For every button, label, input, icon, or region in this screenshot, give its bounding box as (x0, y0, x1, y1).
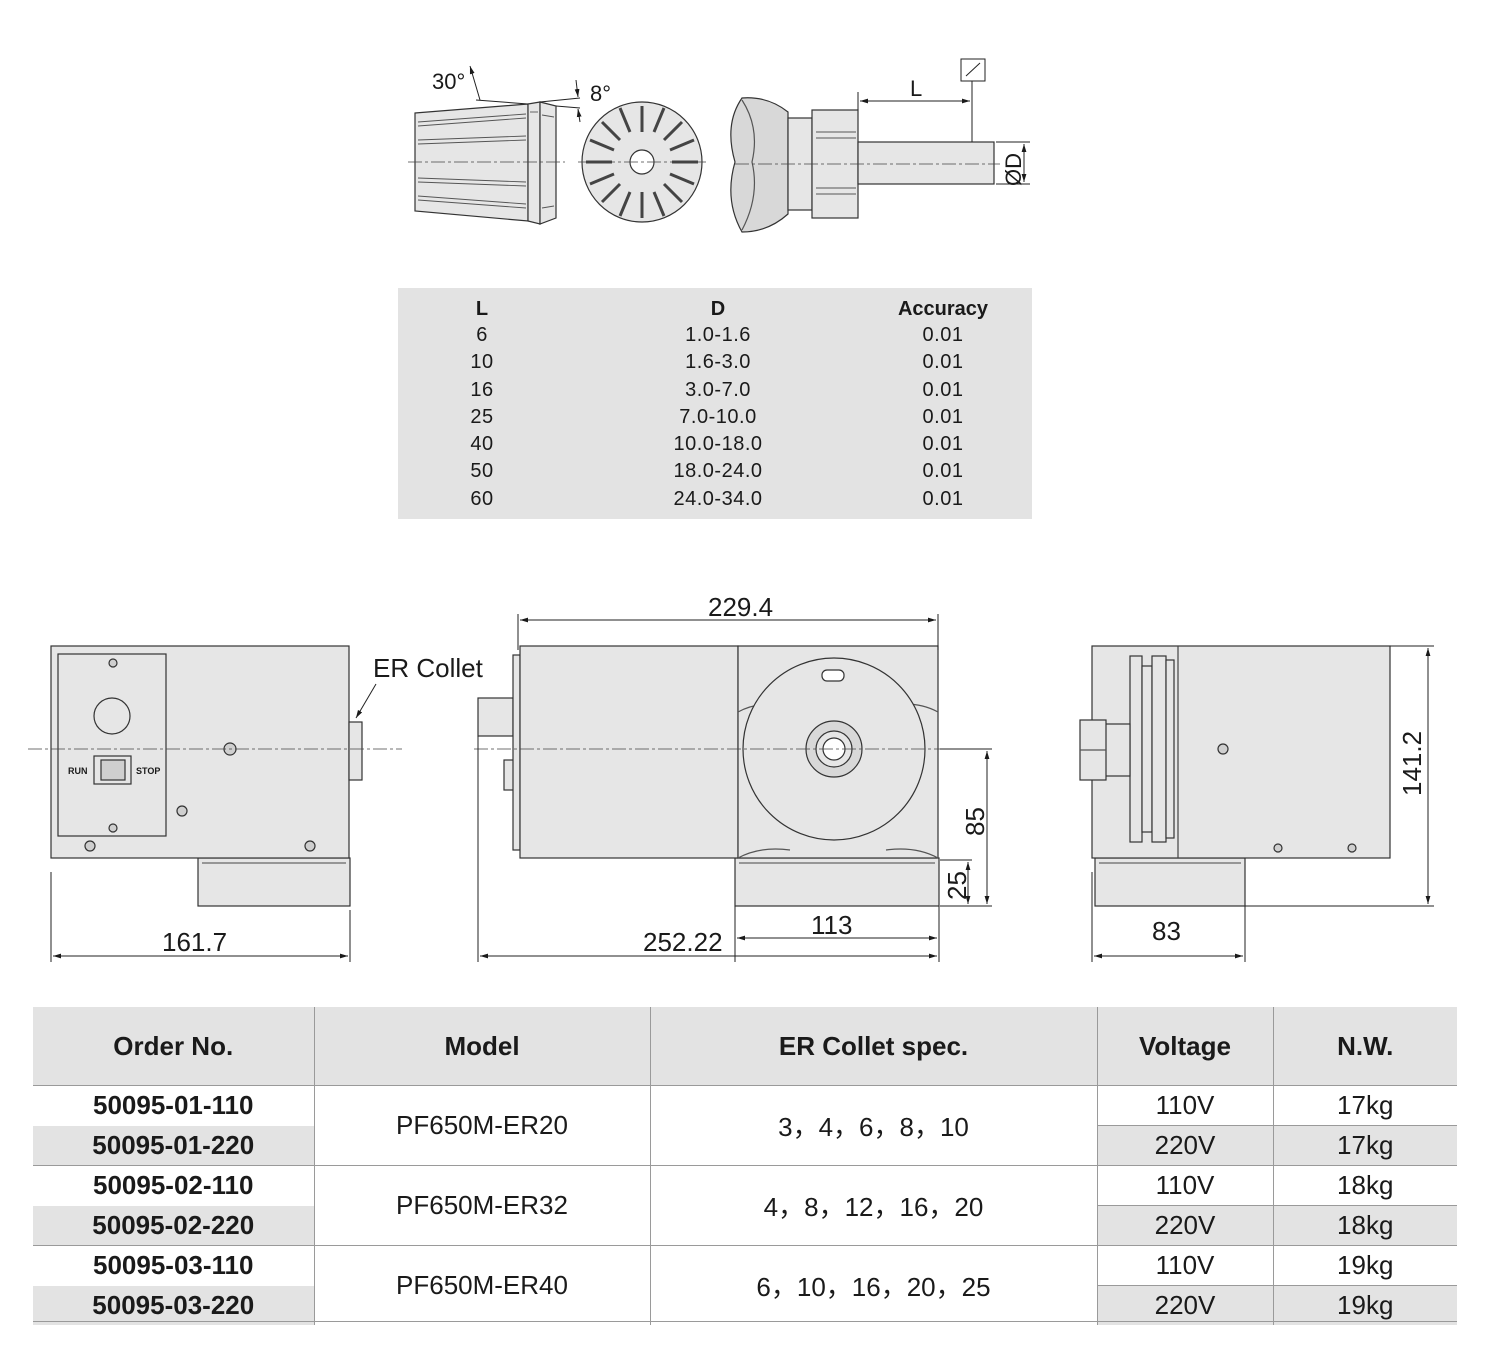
spec-cell-d: 1.0-1.6 (685, 324, 751, 346)
spec-column-d: D 1.0-1.6 1.6-3.0 3.0-7.0 7.0-10.0 10.0-… (638, 296, 798, 513)
header-order-no: Order No. (33, 1007, 314, 1086)
spec-cell-d: 1.6-3.0 (685, 351, 751, 374)
dim-161-label: 161.7 (162, 927, 227, 957)
table-row: 50095-03-220 220V 19kg (33, 1285, 1457, 1325)
dim-113-label: 113 (811, 910, 852, 940)
spec-cell-l: 40 (470, 433, 494, 456)
collet-front-view (578, 101, 706, 223)
voltage-cell: 220V (1096, 1205, 1273, 1246)
order-number: 50095-01-220 (33, 1125, 314, 1166)
model-cell: PF650M-ER20 (313, 1085, 650, 1166)
spec-header-d: D (710, 298, 726, 320)
spec-column-l: L 6 10 16 25 40 50 60 (442, 296, 522, 513)
spec-cell-d: 10.0-18.0 (673, 433, 763, 456)
spec-cell-d: 7.0-10.0 (679, 405, 757, 428)
table-row: 50095-01-110 PF650M-ER20 3，4，6，8，10 110V… (33, 1085, 1457, 1166)
dim-229-label: 229.4 (708, 592, 773, 622)
table-row: 50095-02-110 PF650M-ER32 4，8，12，16，20 11… (33, 1165, 1457, 1246)
angle-8-label: 8° (590, 81, 611, 106)
dim-85-label: 85 (960, 807, 990, 836)
er-collet-label: ER Collet (373, 653, 484, 683)
technical-drawing: 30° 8° (28, 58, 1434, 962)
order-number: 50095-03-220 (33, 1285, 314, 1325)
right-side-view (1079, 645, 1434, 962)
spec-cell-d: 3.0-7.0 (685, 378, 751, 401)
order-number: 50095-01-110 (33, 1085, 314, 1126)
order-table-header-row: Order No. Model ER Collet spec. Voltage … (33, 1007, 1457, 1086)
order-number: 50095-03-110 (33, 1245, 314, 1286)
accuracy-spec-table: L 6 10 16 25 40 50 60 D 1.0-1.6 1.6-3.0 … (398, 288, 1032, 519)
net-weight-cell: 18kg (1272, 1205, 1457, 1246)
spec-cell-l: 25 (470, 405, 494, 428)
net-weight-cell: 17kg (1272, 1085, 1457, 1126)
left-side-view (28, 645, 402, 962)
spec-cell-accuracy: 0.01 (922, 351, 964, 374)
header-voltage: Voltage (1096, 1007, 1273, 1086)
voltage-cell: 110V (1096, 1085, 1273, 1126)
dim-141-label: 141.2 (1397, 731, 1427, 796)
spec-header-l: L (475, 298, 489, 320)
spec-cell-accuracy: 0.01 (922, 405, 964, 428)
net-weight-cell: 18kg (1272, 1165, 1457, 1206)
spec-cell-l: 16 (470, 378, 494, 401)
collet-spec-cell: 6，10，16，20，25 (649, 1245, 1097, 1325)
spec-cell-l: 10 (470, 351, 494, 374)
model-cell: PF650M-ER32 (313, 1165, 650, 1246)
collet-spec-cell: 3，4，6，8，10 (649, 1085, 1097, 1166)
collet-side-view (408, 65, 582, 225)
net-weight-cell: 17kg (1272, 1125, 1457, 1166)
voltage-cell: 110V (1096, 1165, 1273, 1206)
angle-30-label: 30° (432, 69, 465, 94)
spec-cell-accuracy: 0.01 (922, 433, 964, 456)
table-bottom-rule (33, 1321, 1457, 1322)
model-cell: PF650M-ER40 (313, 1245, 650, 1325)
header-model: Model (313, 1007, 650, 1086)
switch-run-label: RUN (68, 766, 88, 776)
spec-cell-l: 50 (470, 460, 494, 483)
table-row: 50095-01-220 220V 17kg (33, 1125, 1457, 1166)
spec-cell-accuracy: 0.01 (922, 460, 964, 483)
collet-chuck-view (730, 58, 1030, 233)
spec-cell-l: 6 (476, 324, 488, 346)
spec-cell-accuracy: 0.01 (922, 378, 964, 401)
spec-column-accuracy: Accuracy 0.01 0.01 0.01 0.01 0.01 0.01 0… (878, 296, 1008, 513)
switch-stop-label: STOP (136, 766, 160, 776)
dim-252-label: 252.22 (643, 927, 723, 957)
front-view (474, 614, 992, 962)
header-net-weight: N.W. (1272, 1007, 1457, 1086)
header-er-collet-spec: ER Collet spec. (649, 1007, 1097, 1086)
order-table: Order No. Model ER Collet spec. Voltage … (33, 1007, 1457, 1325)
voltage-cell: 110V (1096, 1245, 1273, 1286)
dim-25-label: 25 (942, 871, 972, 900)
spec-cell-accuracy: 0.01 (922, 487, 964, 510)
spec-cell-d: 24.0-34.0 (673, 487, 763, 510)
table-row: 50095-02-220 220V 18kg (33, 1205, 1457, 1246)
spec-cell-l: 60 (470, 487, 494, 510)
dim-d-label: ØD (1001, 153, 1026, 186)
voltage-cell: 220V (1096, 1285, 1273, 1325)
dim-l-label: L (910, 76, 922, 101)
collet-spec-cell: 4，8，12，16，20 (649, 1165, 1097, 1246)
order-number: 50095-02-220 (33, 1205, 314, 1246)
net-weight-cell: 19kg (1272, 1245, 1457, 1286)
spec-cell-accuracy: 0.01 (922, 324, 964, 346)
spec-header-accuracy: Accuracy (897, 298, 989, 320)
voltage-cell: 220V (1096, 1125, 1273, 1166)
order-number: 50095-02-110 (33, 1165, 314, 1206)
spec-cell-d: 18.0-24.0 (673, 460, 763, 483)
table-row: 50095-03-110 PF650M-ER40 6，10，16，20，25 1… (33, 1245, 1457, 1325)
dim-83-label: 83 (1152, 916, 1181, 946)
net-weight-cell: 19kg (1272, 1285, 1457, 1325)
